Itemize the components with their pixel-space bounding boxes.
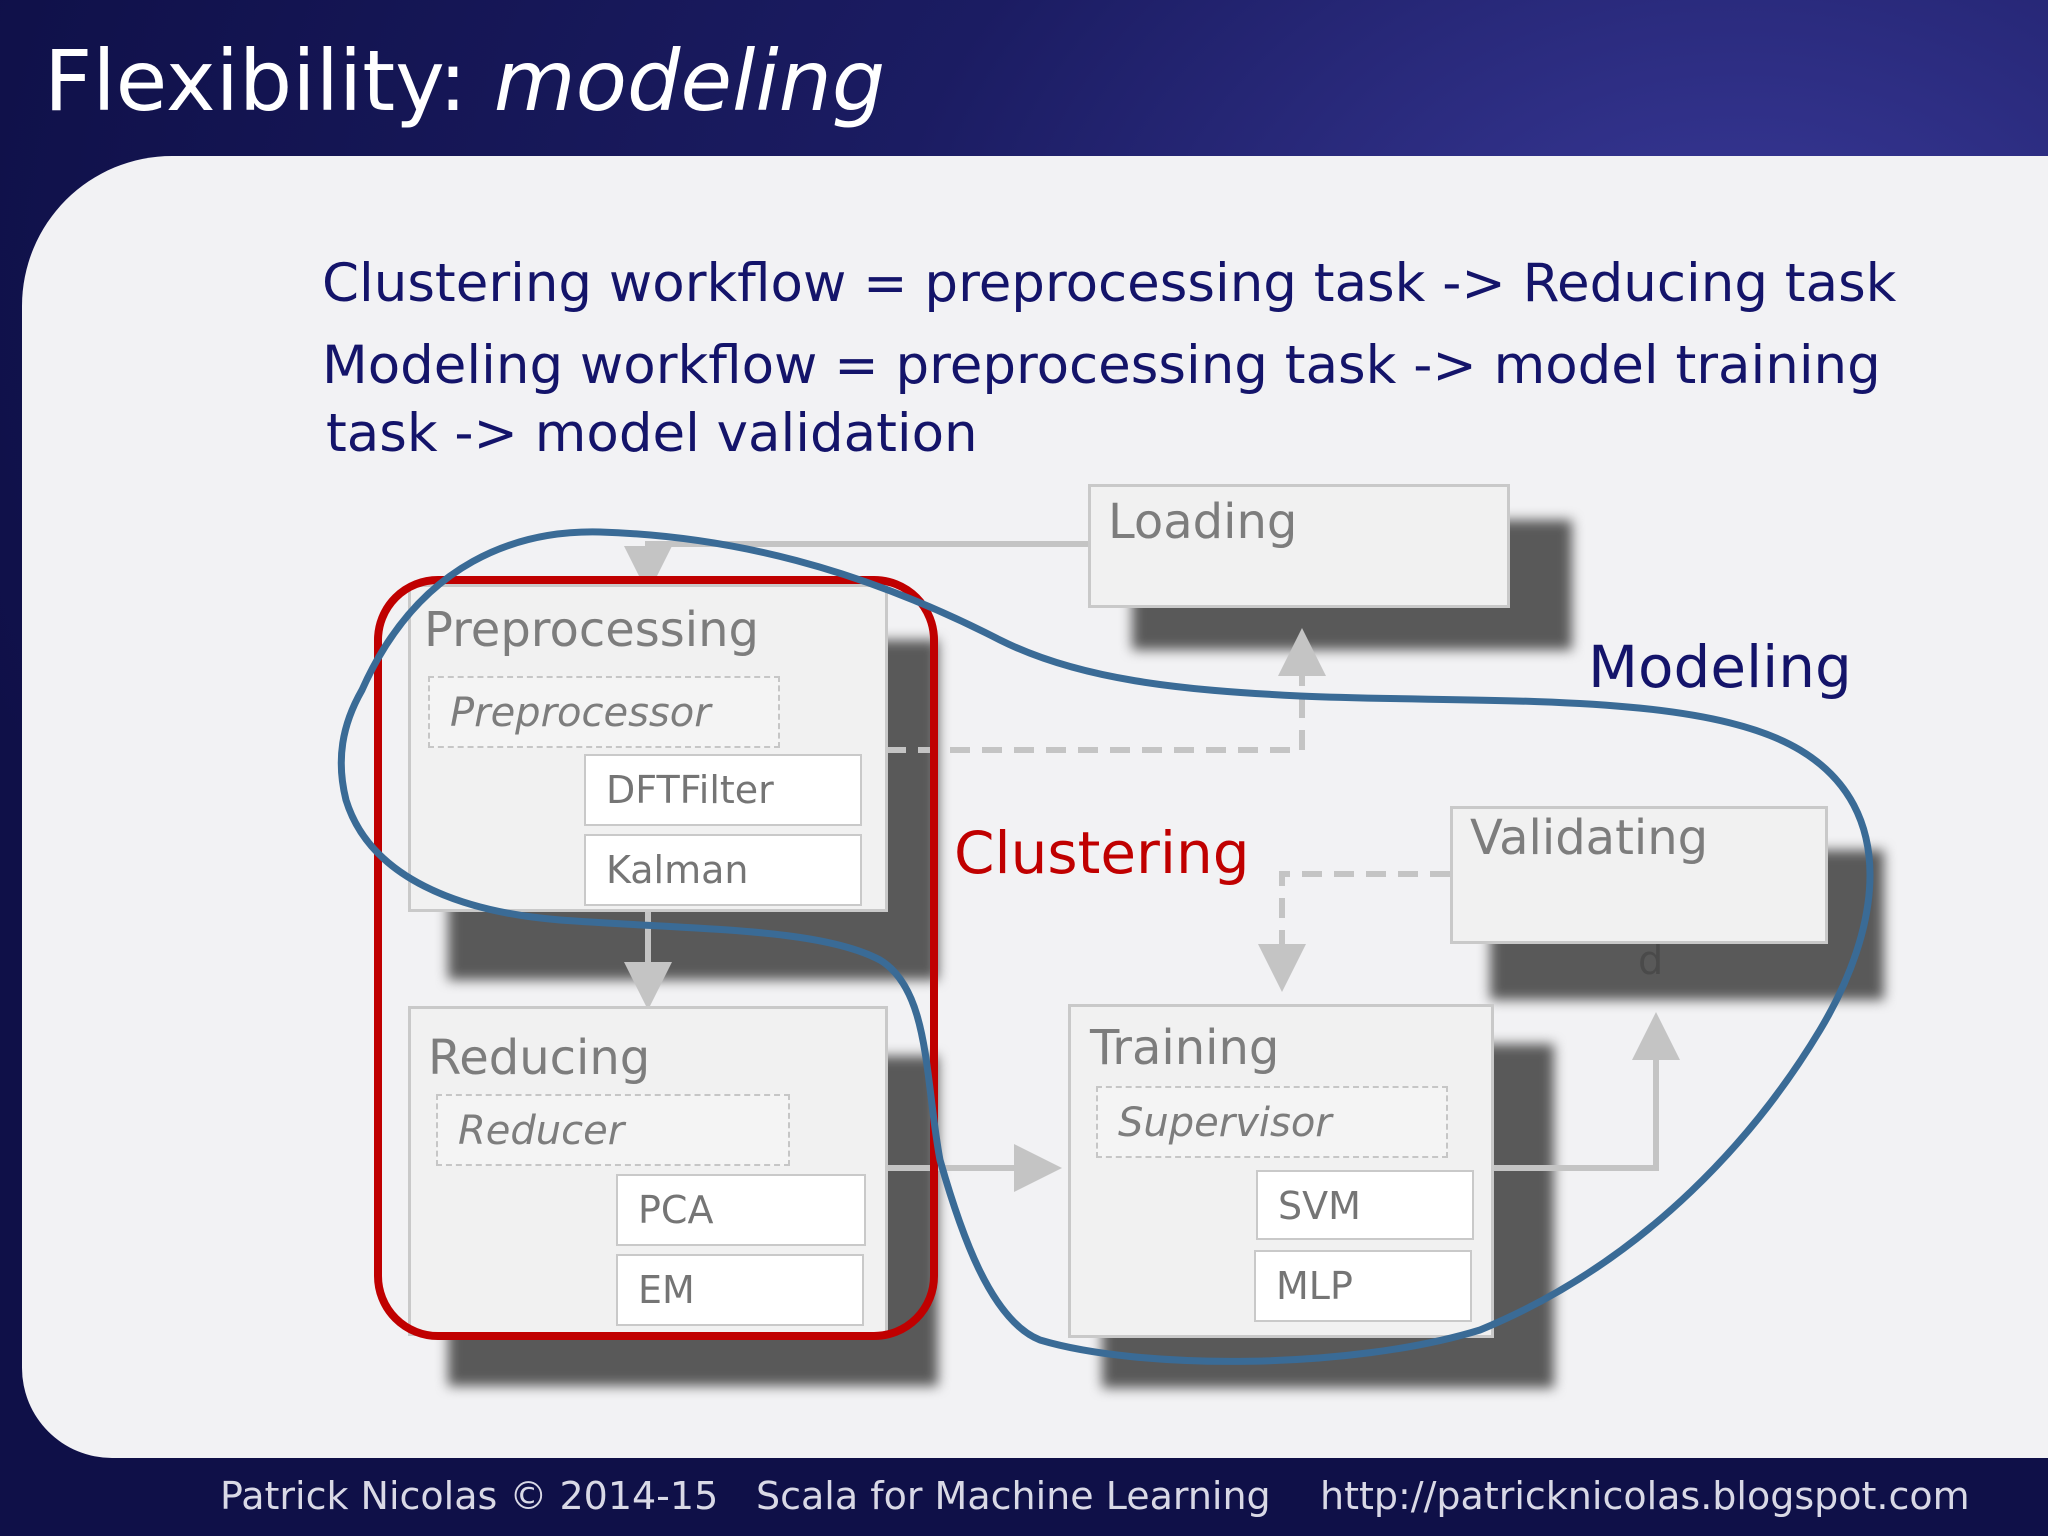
loading-box xyxy=(1088,484,1510,608)
validating-shadow-letter: d xyxy=(1638,938,1664,984)
footer-book: Scala for Machine Learning xyxy=(756,1474,1271,1518)
preprocessor-role: Preprocessor xyxy=(428,676,780,748)
footer-bar xyxy=(0,1458,2048,1536)
validating-title: Validating xyxy=(1470,810,1709,866)
slide-title: Flexibility: modeling xyxy=(44,26,885,136)
connector-validating-to-training xyxy=(1258,871,1450,992)
footer-author: Patrick Nicolas © 2014-15 xyxy=(220,1474,719,1518)
connector-training-to-validating xyxy=(1494,1012,1680,1171)
preprocessing-title: Preprocessing xyxy=(424,602,759,658)
loading-title: Loading xyxy=(1108,494,1298,550)
modeling-outline xyxy=(337,528,1874,1365)
reducing-title: Reducing xyxy=(428,1030,651,1086)
validating-box xyxy=(1450,806,1828,944)
impl-kalman: Kalman xyxy=(584,834,862,906)
clustering-label: Clustering xyxy=(954,819,1250,887)
impl-svm: SVM xyxy=(1256,1170,1474,1240)
footer-url[interactable]: http://patricknicolas.blogspot.com xyxy=(1320,1474,1970,1518)
modeling-workflow-text-cont: task -> model validation xyxy=(326,403,978,464)
clustering-workflow-text: Clustering workflow = preprocessing task… xyxy=(322,253,1897,314)
clustering-outline xyxy=(374,576,938,1340)
modeling-label: Modeling xyxy=(1588,633,1852,701)
title-prefix: Flexibility: xyxy=(44,32,494,130)
training-title: Training xyxy=(1090,1020,1280,1076)
title-italic: modeling xyxy=(493,32,886,130)
impl-mlp: MLP xyxy=(1254,1250,1472,1322)
impl-pca: PCA xyxy=(616,1174,866,1246)
connector-preprocessing-to-loading xyxy=(886,628,1326,753)
supervisor-role: Supervisor xyxy=(1096,1086,1448,1158)
impl-em: EM xyxy=(616,1254,864,1326)
reducer-role: Reducer xyxy=(436,1094,790,1166)
connector-loading-to-preprocessing xyxy=(624,541,1092,594)
modeling-workflow-text: Modeling workflow = preprocessing task -… xyxy=(322,335,1881,396)
impl-dftfilter: DFTFilter xyxy=(584,754,862,826)
